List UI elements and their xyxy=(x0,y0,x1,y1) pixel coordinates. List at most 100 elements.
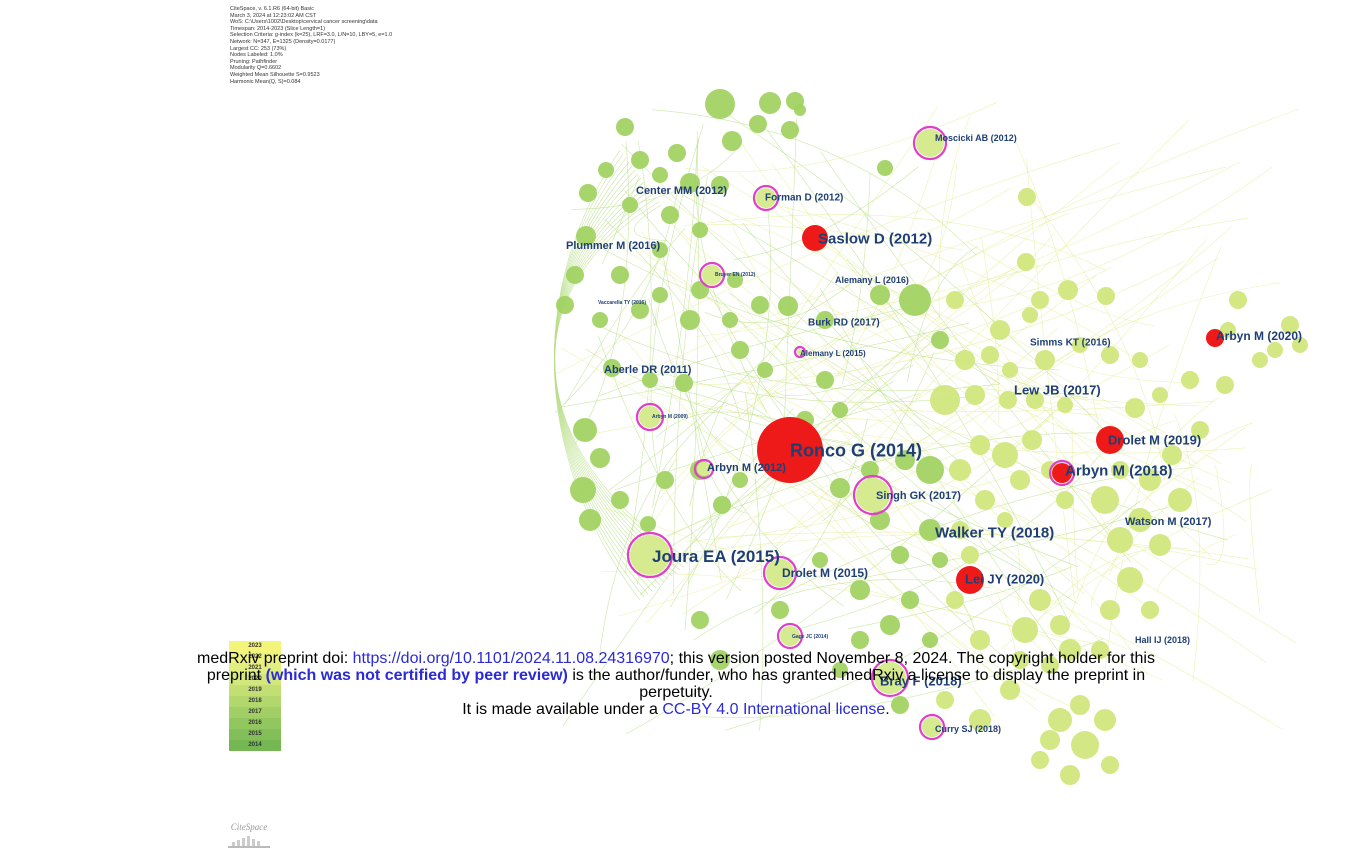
centrality-ring xyxy=(793,345,807,359)
reference-node xyxy=(576,226,596,246)
reference-label: Alemany L (2015) xyxy=(800,349,866,358)
reference-node xyxy=(1152,387,1168,403)
reference-node xyxy=(579,184,597,202)
legend-year: 2021 xyxy=(229,663,281,674)
reference-label: Simms KT (2016) xyxy=(1030,338,1111,349)
reference-label: Hall IJ (2018) xyxy=(1135,635,1190,645)
reference-node xyxy=(955,350,975,370)
reference-node xyxy=(692,222,708,238)
centrality-ring xyxy=(698,261,726,289)
reference-node xyxy=(1111,461,1129,479)
centrality-ring xyxy=(762,555,798,591)
legend-year: 2023 xyxy=(229,641,281,652)
reference-node xyxy=(916,129,944,157)
reference-label: Drolet M (2019) xyxy=(1108,433,1201,448)
reference-node xyxy=(573,418,597,442)
reference-node xyxy=(603,359,621,377)
key-reference-node xyxy=(693,458,715,480)
citation-link xyxy=(598,400,728,664)
reference-node xyxy=(652,167,668,183)
reference-node xyxy=(1031,291,1049,309)
reference-label: Plummer M (2016) xyxy=(566,240,660,252)
reference-node xyxy=(1181,371,1199,389)
reference-node xyxy=(1029,589,1051,611)
meta-line: WoS: C:\Users\1002\Desktop\cervical canc… xyxy=(230,19,378,26)
reference-node xyxy=(1002,362,1018,378)
meta-line: Largest CC: 253 (73%) xyxy=(230,45,287,52)
reference-node xyxy=(705,89,735,119)
reference-node xyxy=(1216,376,1234,394)
citation-link xyxy=(1206,465,1225,566)
citation-link xyxy=(651,109,977,256)
reference-node xyxy=(722,131,742,151)
meta-line: March 3, 2024 at 12:23:02 AM CST xyxy=(230,12,317,19)
reference-label: Arbyn M (2018) xyxy=(1065,462,1173,479)
key-reference-node xyxy=(752,184,780,212)
reference-label: Lew JB (2017) xyxy=(1014,383,1101,398)
reference-label: Alemany L (2016) xyxy=(835,275,909,285)
reference-node xyxy=(850,580,870,600)
network-labels: Moscicki AB (2012)Center MM (2012)Forman… xyxy=(566,133,1302,734)
reference-node xyxy=(778,296,798,316)
reference-node xyxy=(970,435,990,455)
citation-link xyxy=(628,274,1097,557)
reference-label: Curry SJ (2018) xyxy=(935,724,1001,734)
reference-node xyxy=(642,372,658,388)
reference-node xyxy=(832,662,848,678)
reference-label: Watson M (2017) xyxy=(1125,516,1212,528)
citation-link xyxy=(962,386,1200,407)
reference-node xyxy=(1281,316,1299,334)
citation-link xyxy=(725,463,1284,730)
reference-node xyxy=(946,591,964,609)
reference-node xyxy=(1162,445,1182,465)
reference-node xyxy=(1000,680,1020,700)
citation-link xyxy=(684,131,699,631)
citation-link xyxy=(731,376,1113,657)
reference-label: Saslow D (2012) xyxy=(818,230,932,247)
reference-node xyxy=(969,709,991,731)
notice-line-4: It is made available under a CC-BY 4.0 I… xyxy=(0,701,1352,718)
reference-label: Center MM (2012) xyxy=(636,185,727,197)
reference-node xyxy=(592,312,608,328)
citation-link xyxy=(1065,397,1219,627)
reference-node xyxy=(1041,656,1059,674)
reference-node xyxy=(631,301,649,319)
doi-link[interactable]: https://doi.org/10.1101/2024.11.08.24316… xyxy=(352,650,670,667)
key-reference-node xyxy=(852,474,894,516)
reference-node xyxy=(732,472,748,488)
reference-node xyxy=(713,496,731,514)
reference-node xyxy=(640,516,656,532)
citation-link xyxy=(775,470,1039,712)
medrxiv-notice: medRxiv preprint doi: https://doi.org/10… xyxy=(0,650,1352,718)
citation-link xyxy=(774,365,914,397)
reference-label: Aberle DR (2011) xyxy=(604,364,692,376)
citation-burst-node xyxy=(1206,329,1224,347)
reference-node xyxy=(711,176,729,194)
license-link[interactable]: CC-BY 4.0 International license xyxy=(662,701,886,718)
reference-node xyxy=(1191,421,1209,439)
reference-node xyxy=(780,626,800,646)
reference-node xyxy=(901,591,919,609)
reference-node xyxy=(922,632,938,648)
centrality-ring xyxy=(1048,459,1076,487)
citation-link xyxy=(598,336,742,592)
citation-link xyxy=(739,108,1300,417)
reference-node xyxy=(749,115,767,133)
reference-node xyxy=(598,162,614,178)
reference-node xyxy=(710,650,730,670)
reference-node xyxy=(1022,307,1038,323)
citation-link xyxy=(742,222,931,430)
reference-node xyxy=(861,461,879,479)
citation-burst-node xyxy=(757,417,823,483)
citation-link xyxy=(678,367,844,607)
reference-node xyxy=(611,266,629,284)
reference-node xyxy=(630,535,670,575)
reference-label: Forman D (2012) xyxy=(765,193,843,204)
centrality-ring xyxy=(635,402,665,432)
reference-label: Walker TY (2018) xyxy=(935,524,1054,541)
reference-node xyxy=(691,281,709,299)
legend-year: 2014 xyxy=(229,740,281,751)
reference-node xyxy=(702,265,722,285)
reference-node xyxy=(1056,491,1074,509)
reference-node xyxy=(556,296,574,314)
